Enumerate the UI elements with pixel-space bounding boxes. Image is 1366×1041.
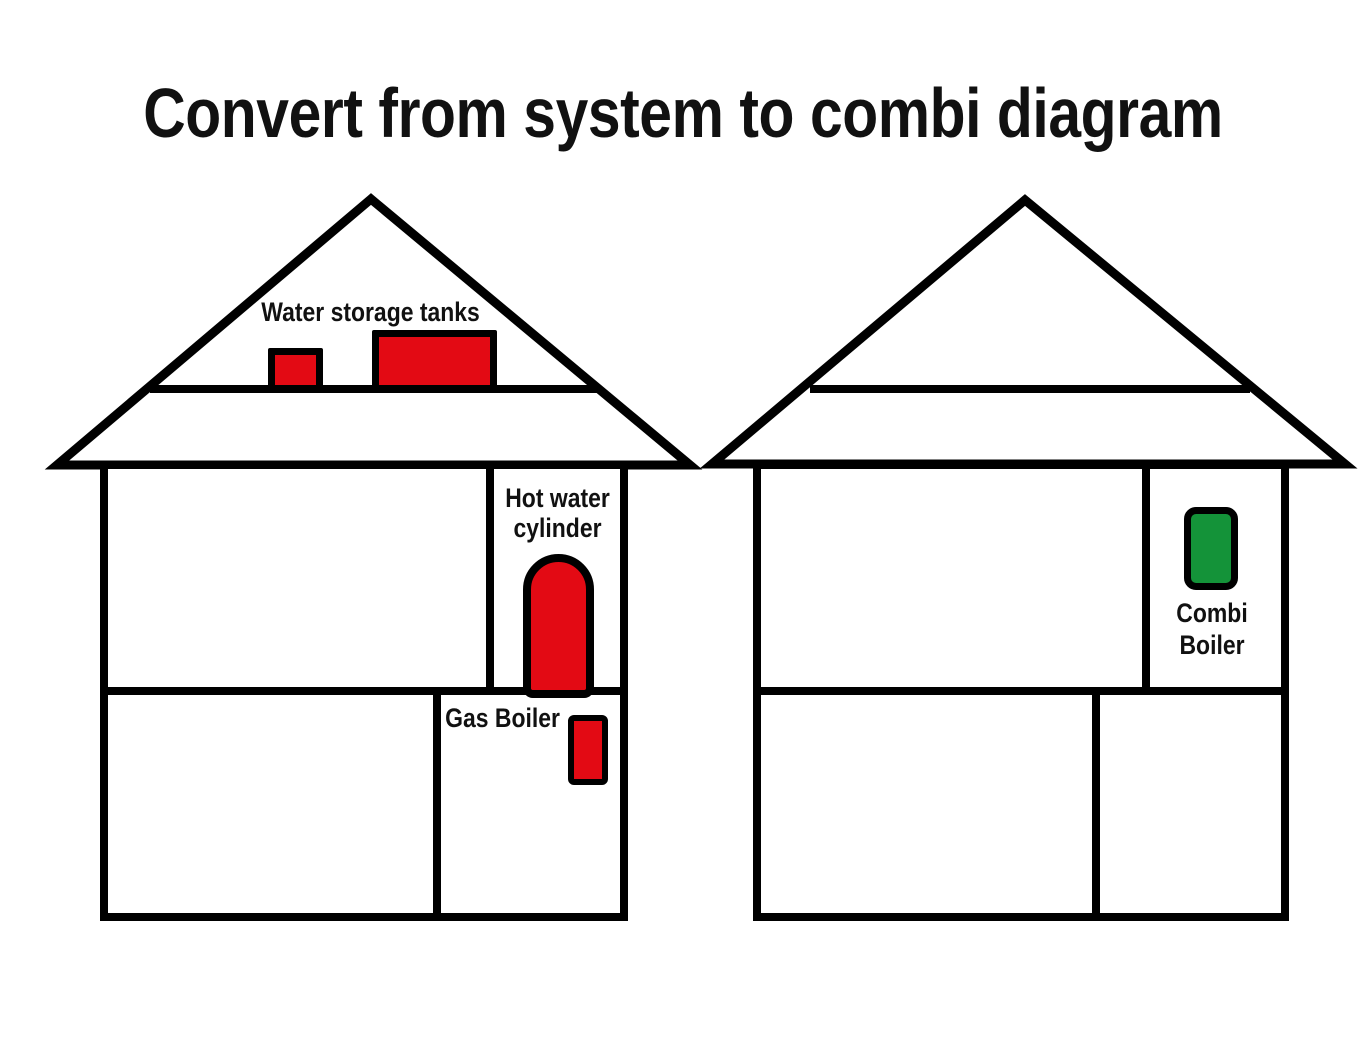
page-title: Convert from system to combi diagram: [143, 74, 1223, 152]
water-storage-tank-small: [268, 348, 323, 392]
water-storage-tank-large: [372, 330, 497, 392]
hot-water-cylinder-label-box: Hot water cylinder: [492, 483, 624, 543]
water-storage-tanks-label-box: Water storage tanks: [150, 298, 592, 327]
right-roof: [699, 194, 1358, 469]
gas-boiler-label-box: Gas Boiler: [441, 705, 565, 732]
right-house: [699, 194, 1358, 921]
combi-boiler-label-box: Combi Boiler: [1150, 597, 1274, 661]
hot-water-cylinder-label: Hot water cylinder: [505, 483, 611, 543]
hot-water-cylinder: [523, 554, 594, 698]
combi-boiler-label: Combi Boiler: [1176, 598, 1248, 660]
combi-boiler: [1184, 507, 1238, 590]
gas-boiler: [568, 715, 608, 785]
water-storage-tanks-label: Water storage tanks: [261, 297, 481, 327]
gas-boiler-label: Gas Boiler: [445, 703, 561, 733]
